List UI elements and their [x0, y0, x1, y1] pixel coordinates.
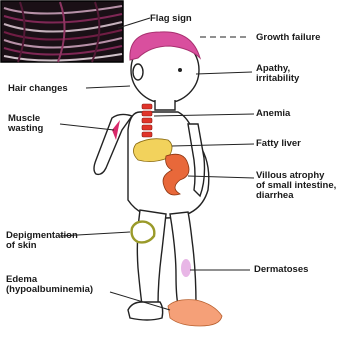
label-depigmentation: Depigmentation of skin	[6, 231, 78, 251]
label-apathy: Apathy, irritability	[256, 64, 299, 84]
anemia-marker	[142, 104, 152, 137]
label-dermatoses: Dermatoses	[254, 265, 308, 275]
body-outline	[94, 37, 209, 320]
label-flag-sign: Flag sign	[150, 14, 192, 24]
eye	[178, 68, 182, 72]
label-fatty-liver: Fatty liver	[256, 139, 301, 149]
label-hair-changes: Hair changes	[8, 84, 68, 94]
label-muscle-wasting: Muscle wasting	[8, 114, 43, 134]
label-growth-failure: Growth failure	[256, 33, 320, 43]
dermatoses-marker	[181, 259, 191, 277]
label-villous-atrophy: Villous atrophy of small intestine, diar…	[256, 171, 336, 201]
edema-marker	[168, 300, 222, 326]
hair-inset	[1, 1, 123, 62]
depigmentation-marker	[132, 222, 155, 243]
label-edema: Edema (hypoalbuminemia)	[6, 275, 93, 295]
label-anemia: Anemia	[256, 109, 290, 119]
